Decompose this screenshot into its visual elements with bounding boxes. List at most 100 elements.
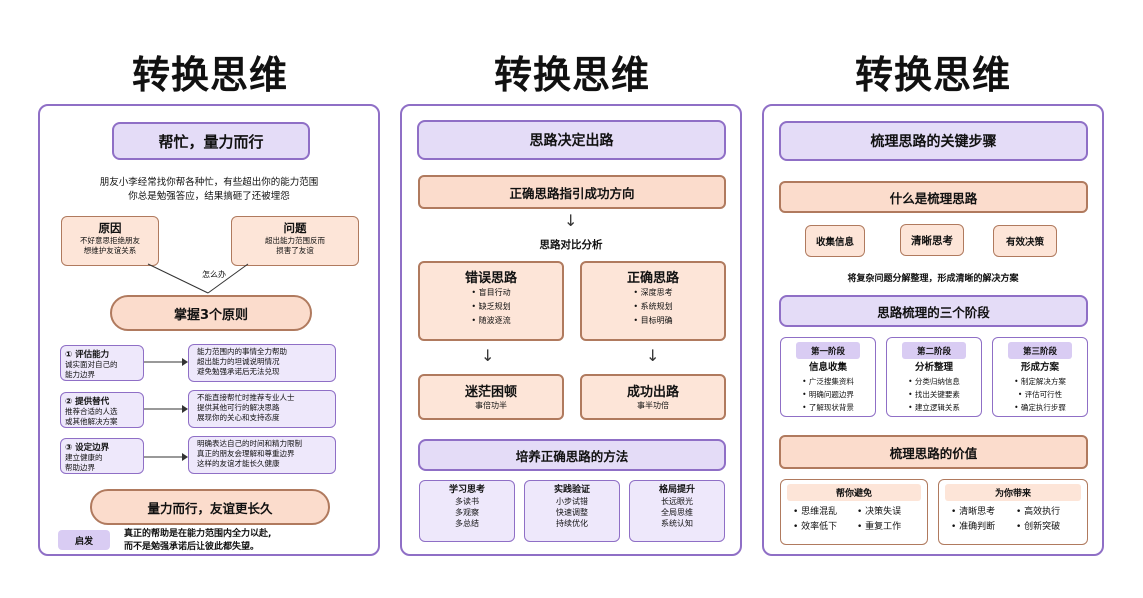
wrong-title: 错误思路 (464, 271, 517, 286)
principles-pill: 掌握3个原则 (110, 295, 312, 331)
method-item: 快速调整 (556, 508, 588, 517)
reason-title: 原因 (98, 221, 122, 235)
panel-header: 思路决定出路 (417, 120, 726, 160)
title-left: 转换思维 (131, 53, 288, 97)
stage-card-3: 第三阶段 形成方案 • 制定解决方案 • 评估可行性 • 确定执行步骤 (992, 337, 1088, 417)
avoid-title: 帮你避免 (787, 484, 921, 501)
wrong-item: • 缺乏规划 (471, 302, 511, 311)
principle-detail-assess: 能力范围内的事情全力帮助 超出能力的坦诚说明情况 避免勉强承诺后无法兑现 (188, 344, 336, 382)
value-banner: 梳理思路的价值 (779, 435, 1088, 469)
guide-banner: 正确思路指引成功方向 (418, 175, 726, 209)
wrong-item: • 随波逐流 (471, 316, 511, 325)
stage-item: • 找出关键要素 (908, 390, 960, 399)
bring-title: 为你带来 (945, 484, 1081, 501)
detail-line: 避免勉强承诺后无法兑现 (197, 367, 280, 376)
right-thinking-box: 正确思路 • 深度思考 • 系统规划 • 目标明确 (580, 261, 726, 341)
detail-line: 提供其他可行的解决思路 (197, 403, 280, 412)
principle-box-alternative: ② 提供替代 推荐合适的人选 或其他解决方案 (60, 392, 144, 428)
desc-text: 将复杂问题分解整理，形成清晰的解决方案 (847, 274, 1019, 284)
method-card-study: 学习思考 多读书 多观察 多总结 (419, 480, 515, 542)
stage-item: • 评估可行性 (1017, 390, 1063, 399)
detail-line: 展现你的关心和支持态度 (197, 413, 280, 422)
conclusion-pill: 量力而行，友谊更长久 (90, 489, 330, 525)
problem-box: 问题 超出能力范围反而 损害了友谊 (231, 216, 359, 266)
detail-line: 真正的朋友会理解和尊重边界 (197, 449, 295, 458)
how-label: 怎么办 (202, 270, 226, 279)
title-middle: 转换思维 (493, 53, 650, 97)
chip-think: 清晰思考 (900, 224, 964, 256)
bring-item: • 清晰思考 (951, 507, 996, 517)
method-item: 全局思维 (661, 508, 693, 517)
method-title: 学习思考 (448, 485, 485, 495)
right-item: • 深度思考 (633, 288, 673, 297)
method-item: 持续优化 (556, 519, 588, 528)
reason-box: 原因 不好意思拒绝朋友 想维护友谊关系 (61, 216, 159, 266)
avoid-item: • 思维混乱 (793, 507, 838, 517)
avoid-item: • 决策失误 (857, 507, 902, 517)
avoid-box: 帮你避免 • 思维混乱 • 决策失误 • 效率低下 • 重复工作 (780, 479, 928, 545)
principle-sub: 推荐合适的人选 (65, 407, 118, 416)
detail-line: 超出能力的坦诚说明情况 (197, 357, 280, 366)
stage-card-1: 第一阶段 信息收集 • 广泛搜集资料 • 明确问题边界 • 了解现状背景 (780, 337, 876, 417)
problem-line: 损害了友谊 (276, 246, 314, 255)
right-item: • 目标明确 (633, 316, 673, 325)
method-card-practice: 实践验证 小步试错 快速调整 持续优化 (524, 480, 620, 542)
avoid-item: • 效率低下 (793, 522, 838, 532)
method-title: 格局提升 (658, 485, 695, 495)
chip-decide: 有效决策 (993, 225, 1057, 257)
problem-line: 超出能力范围反而 (265, 236, 325, 245)
insight-tag: 启发 (58, 530, 110, 550)
intro-line: 你总是勉强答应，结果搞砸了还被埋怨 (128, 191, 290, 202)
what-banner: 什么是梳理思路 (779, 181, 1088, 213)
success-sub: 事半功倍 (637, 401, 669, 410)
insight-line: 真正的帮助是在能力范围内全力以赴, (124, 529, 272, 539)
principle-sub: 帮助边界 (65, 463, 95, 472)
panel-header: 梳理思路的关键步骤 (779, 121, 1088, 161)
method-item: 小步试错 (556, 497, 588, 506)
success-box: 成功出路 事半功倍 (580, 374, 726, 420)
avoid-item: • 重复工作 (857, 522, 902, 532)
principle-sub: 建立健康的 (65, 453, 103, 462)
stage-item: • 广泛搜集资料 (802, 377, 854, 386)
stage-title: 信息收集 (808, 362, 847, 373)
method-item: 长远眼光 (661, 497, 693, 506)
bring-item: • 创新突破 (1016, 522, 1061, 532)
method-title: 实践验证 (553, 485, 590, 495)
reason-line: 想维护友谊关系 (83, 246, 137, 255)
problem-title: 问题 (283, 221, 307, 235)
title-right: 转换思维 (854, 53, 1011, 97)
method-item: 多总结 (455, 519, 479, 528)
arrow-down-icon: ↓ (481, 346, 495, 365)
right-item: • 系统规划 (633, 302, 673, 311)
stage-item: • 明确问题边界 (802, 390, 854, 399)
stage-item: • 了解现状背景 (802, 403, 854, 412)
method-item: 系统认知 (661, 519, 693, 528)
panel-organize: 梳理思路的关键步骤 什么是梳理思路 收集信息 清晰思考 有效决策 将复杂问题分解… (762, 104, 1104, 556)
principle-sub: 或其他解决方案 (65, 417, 118, 426)
panel-header: 帮忙，量力而行 (112, 122, 310, 160)
lost-title: 迷茫困顿 (464, 385, 517, 400)
stage-tag: 第三阶段 (1008, 342, 1072, 359)
principle-detail-alternative: 不能直接帮忙时推荐专业人士 提供其他可行的解决思路 展现你的关心和支持态度 (188, 390, 336, 428)
principle-detail-boundary: 明确表达自己的时间和精力限制 真正的朋友会理解和尊重边界 这样的友谊才能长久健康 (188, 436, 336, 474)
stage-item: • 建立逻辑关系 (908, 403, 960, 412)
stage-item: • 制定解决方案 (1014, 377, 1066, 386)
bring-list: • 清晰思考 • 高效执行 • 准确判断 • 创新突破 (945, 505, 1081, 535)
lost-sub: 事倍功半 (475, 401, 507, 410)
insight-text: 真正的帮助是在能力范围内全力以赴, 而不是勉强承诺后让彼此都失望。 (124, 528, 271, 554)
stages-banner: 思路梳理的三个阶段 (779, 295, 1088, 327)
stage-title: 形成方案 (1020, 362, 1059, 373)
principle-sub: 诚实面对自己的 (65, 360, 118, 369)
arrow-down-icon: ↓ (646, 346, 660, 365)
stage-tag: 第二阶段 (902, 342, 966, 359)
stage-card-2: 第二阶段 分析整理 • 分类归纳信息 • 找出关键要素 • 建立逻辑关系 (886, 337, 982, 417)
bring-item: • 准确判断 (951, 522, 996, 532)
insight-line: 而不是勉强承诺后让彼此都失望。 (124, 542, 260, 552)
method-card-vision: 格局提升 长远眼光 全局思维 系统认知 (629, 480, 725, 542)
detail-line: 明确表达自己的时间和精力限制 (197, 439, 302, 448)
intro-text: 朋友小李经常找你帮各种忙，有些超出你的能力范围 你总是勉强答应，结果搞砸了还被埋… (40, 176, 378, 204)
wrong-item: • 盲目行动 (471, 288, 511, 297)
bring-box: 为你带来 • 清晰思考 • 高效执行 • 准确判断 • 创新突破 (938, 479, 1088, 545)
principle-box-boundary: ③ 设定边界 建立健康的 帮助边界 (60, 438, 144, 474)
detail-line: 不能直接帮忙时推荐专业人士 (197, 393, 295, 402)
